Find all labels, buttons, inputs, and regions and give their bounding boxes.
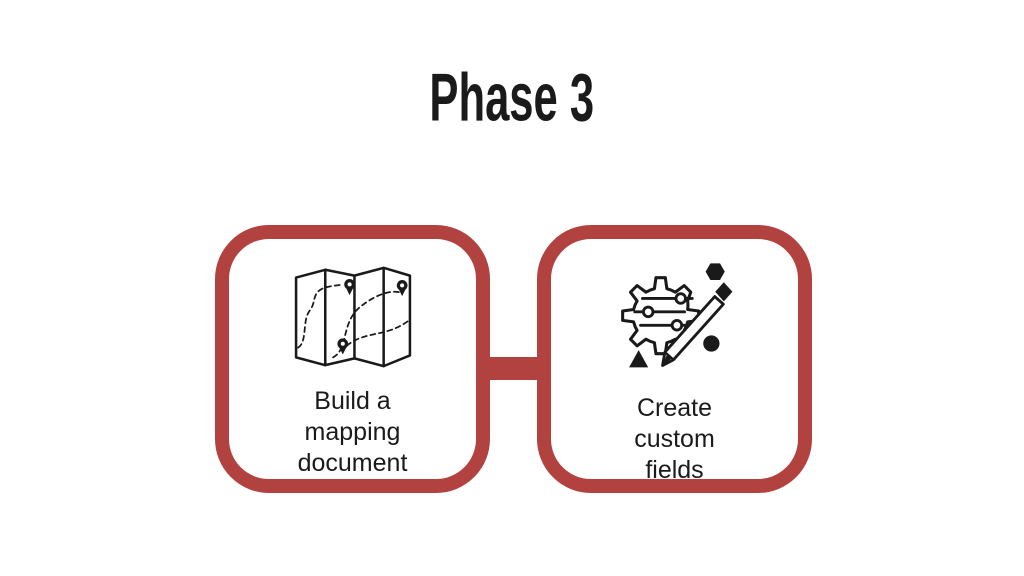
step-label-line: document [297, 449, 408, 477]
step-label-line: mapping [304, 418, 401, 446]
step-box-custom-fields: Create custom fields [537, 225, 812, 493]
step-label-custom-fields: Create custom fields [634, 393, 715, 486]
step-label-line: fields [645, 456, 704, 484]
gear-sliders-pencil-icon [608, 261, 742, 379]
step-label-line: Build a [314, 387, 391, 415]
page-title: Phase 3 [0, 59, 1024, 135]
step-label-line: Create [636, 394, 713, 422]
folded-map-icon-svg [294, 266, 411, 368]
gear-sliders-pencil-icon-svg [620, 263, 732, 368]
step-label-line: custom [634, 425, 715, 453]
step-box-mapping-document: Build a mapping document [215, 225, 490, 493]
folded-map-icon [292, 261, 414, 372]
connector-bar [482, 357, 545, 380]
step-label-mapping-document: Build a mapping document [298, 386, 408, 479]
page-title-text: Phase 3 [429, 59, 595, 135]
phase-diagram: Build a mapping document [215, 225, 812, 493]
